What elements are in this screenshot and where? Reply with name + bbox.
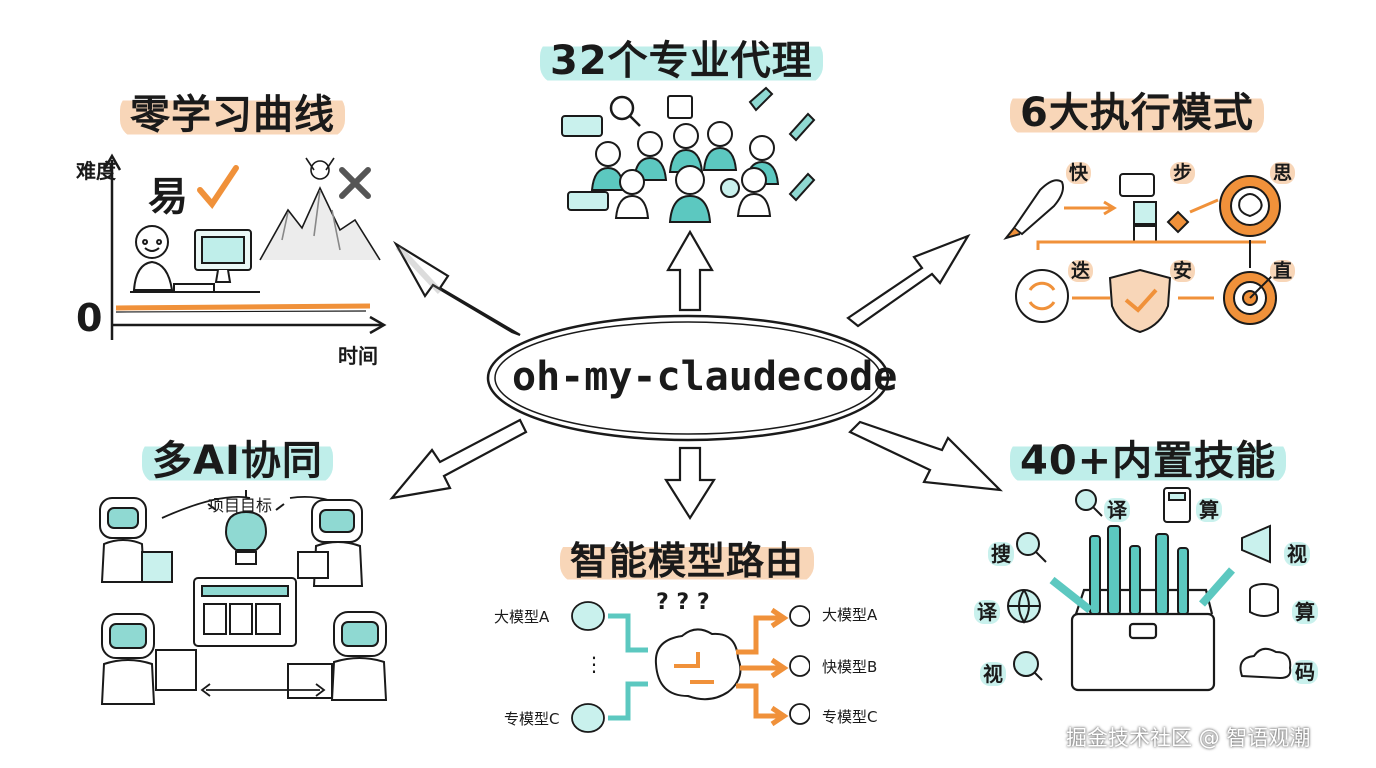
route-out-arrow-3 [736, 683, 780, 719]
pencil-icons [667, 86, 816, 202]
robot-icon-1 [99, 497, 173, 583]
robot-icon-2 [297, 499, 364, 587]
shield-icon [1108, 268, 1172, 334]
globe-icon [1007, 589, 1041, 624]
cycle-gear-icon [1015, 269, 1069, 323]
routing-input-ellipsis: ⋮ [584, 652, 604, 676]
target-icon [1223, 271, 1277, 325]
arrow-to-skills [848, 420, 1003, 492]
multi-ai-title: 多AI协同 [142, 428, 333, 486]
mode-label-step: 步 [1170, 158, 1196, 185]
routing-title: 智能模型路由 [560, 530, 815, 585]
learning-chart [102, 153, 387, 340]
skill-label-search: 搜 [988, 538, 1014, 567]
eye-search-icon [1013, 651, 1043, 681]
arrow-to-modes [846, 233, 971, 328]
database-icon [1249, 583, 1279, 617]
agents-illustration [561, 86, 816, 223]
model-logo-icons [789, 605, 810, 725]
multi-ai-illustration [99, 490, 388, 705]
easy-label: 易 [148, 174, 188, 220]
mode-label-fast: 快 [1066, 158, 1092, 185]
cross-mark-icon [339, 167, 371, 199]
toolbox-icon [1070, 588, 1216, 692]
center-oval [486, 314, 890, 442]
learning-title: 零学习曲线 [120, 82, 345, 140]
flowchart-icon [1119, 173, 1190, 243]
magnifier-icon-small [1075, 489, 1103, 517]
route-in-arrow-2 [608, 681, 648, 721]
brain-icon-input-1 [571, 601, 605, 631]
agents-title: 32个专业代理 [540, 28, 823, 86]
flow-arrow-3 [1036, 240, 1266, 250]
skill-label-translate-2: 译 [974, 596, 1000, 625]
arrow-to-multi-ai [389, 418, 528, 500]
route-in-arrow-1 [608, 613, 648, 653]
project-board-icon [193, 577, 297, 647]
arrow-to-learning [392, 240, 521, 337]
mode-label-think: 思 [1270, 158, 1296, 185]
question-marks: ? ? ? [656, 590, 710, 615]
routing-output-1: 大模型A [822, 606, 878, 624]
skill-label-calc-2: 算 [1292, 596, 1318, 625]
cloud-code-icon [1239, 647, 1292, 680]
x-axis-arrowhead [369, 315, 387, 335]
skills-illustration [1007, 487, 1292, 692]
x-axis-label: 时间 [338, 344, 378, 368]
lightbulb-icon [207, 490, 285, 565]
magnifier-icon [609, 95, 641, 127]
skill-label-translate-1: 译 [1104, 494, 1130, 523]
brain-icon-input-2 [571, 703, 605, 733]
y-axis-arrowhead [102, 153, 122, 171]
central-brain-icon [654, 628, 742, 701]
skill-label-calc-1: 算 [1196, 494, 1222, 523]
mountain-icon [259, 157, 381, 261]
routing-input-2: 专模型C [504, 710, 560, 728]
skills-title: 40+内置技能 [1010, 428, 1287, 486]
people-group-icon [590, 121, 780, 223]
routing-input-1: 大模型A [494, 608, 550, 626]
skill-label-view-1: 视 [1284, 538, 1310, 567]
skill-label-code: 码 [1292, 656, 1318, 685]
flow-arrow-2 [1189, 198, 1219, 214]
mode-label-safe: 安 [1170, 256, 1196, 283]
arrow-to-agents [666, 229, 714, 312]
tools-icon [1049, 525, 1235, 615]
route-out-arrow-1 [736, 615, 780, 655]
center-label: oh-my-claudecode [512, 354, 898, 400]
center-oval-inner [494, 321, 882, 435]
check-mark-icon [197, 165, 239, 209]
calculator-icon [1163, 487, 1191, 523]
arrow-to-routing [664, 446, 716, 521]
routing-output-3: 专模型C [822, 708, 878, 726]
mode-label-direct: 直 [1270, 256, 1296, 283]
flat-curve-line [115, 303, 371, 311]
brain-gear-icon [1219, 175, 1281, 237]
rocket-icon [1003, 179, 1064, 240]
routing-illustration [571, 601, 810, 733]
modes-title: 6大执行模式 [1010, 80, 1264, 138]
search-icon [1016, 532, 1047, 563]
mode-label-iterate: 迭 [1068, 256, 1094, 283]
routing-output-2: 快模型B [822, 658, 878, 676]
y-axis-label: 难度 [76, 159, 116, 183]
skill-label-view-2: 视 [980, 658, 1006, 687]
keyboard-icon [561, 115, 609, 211]
modes-flow [1003, 173, 1281, 334]
robot-icon-4 [287, 611, 388, 701]
person-at-computer-icon [130, 225, 260, 293]
project-goal-label: 项目目标 [208, 496, 273, 515]
watermark: 掘金技术社区 @ 智语观潮 [1066, 726, 1311, 750]
zero-label: 0 [76, 296, 103, 340]
robot-icon-3 [100, 613, 197, 705]
megaphone-icon [1241, 524, 1271, 564]
